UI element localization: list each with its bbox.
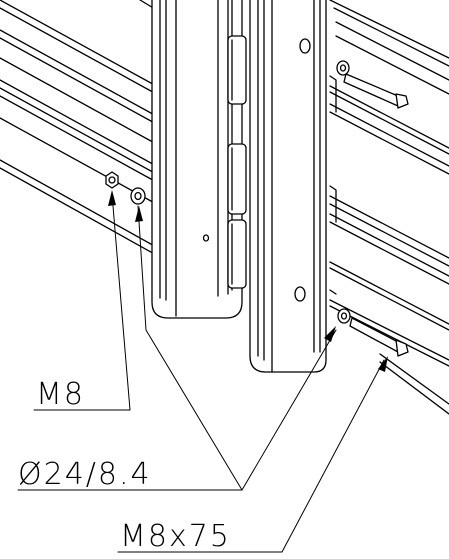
post-slot-top: [299, 38, 311, 54]
hinge-segment-1: [227, 35, 247, 105]
arrow-bolt: [378, 356, 388, 372]
callout-nut-label: M8: [36, 377, 85, 412]
leader-washer-2: [241, 329, 337, 491]
leader-nut: [33, 193, 131, 411]
left-panel-edge-7: [0, 87, 161, 177]
callout-washer-label: Ø24/8.4: [18, 457, 152, 492]
post-slot-bottom: [294, 286, 306, 302]
right-post: [249, 0, 327, 373]
arrow-washer: [135, 206, 143, 222]
left-panel-edge-4: [0, 37, 161, 127]
bolt-upper: [336, 60, 409, 109]
hinge-segment-2: [227, 143, 247, 215]
nut-hole: [108, 176, 116, 184]
left-panel-bottom-2: [0, 167, 159, 257]
leader-bolt: [117, 359, 385, 553]
arrow-nut: [108, 190, 116, 206]
arrowheads: [108, 190, 388, 372]
left-panel-edge-1: [0, 0, 161, 89]
left-panel: [0, 0, 161, 257]
post-hole-left: [202, 234, 210, 242]
callout-bolt-label: M8x75: [120, 519, 231, 554]
left-panel-edge-6: [0, 79, 161, 169]
arrow-washer-right: [324, 326, 336, 342]
left-panel-edge-8: [0, 95, 161, 185]
bolt-lower: [337, 308, 409, 357]
left-panel-edge-2: [0, 7, 161, 97]
leader-lines: [17, 193, 385, 553]
left-panel-edge-3: [0, 29, 161, 119]
nut-washer: [105, 171, 146, 205]
left-panel-edge-5: [0, 57, 161, 147]
leader-washer: [17, 205, 243, 491]
left-post: [151, 0, 247, 319]
right-panel: [329, 0, 449, 415]
hinge-segment-3: [227, 219, 247, 289]
left-panel-bottom: [0, 159, 159, 249]
washer-hole: [134, 191, 142, 201]
